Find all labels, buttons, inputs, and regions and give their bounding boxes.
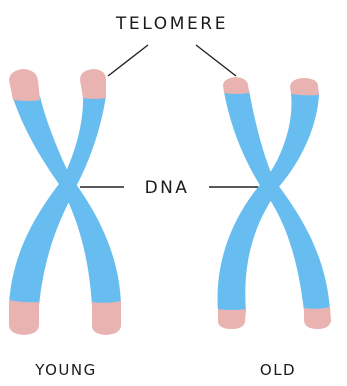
- young-label: YOUNG: [34, 361, 96, 379]
- telomere-label: TELOMERE: [115, 14, 228, 34]
- young-arm-lower-right: [61, 180, 121, 307]
- old-arm-upper-right: [265, 91, 319, 190]
- old-telomere-upper-right: [290, 78, 319, 95]
- young-arm-upper-left: [13, 95, 72, 187]
- dna-label: DNA: [145, 178, 190, 198]
- young-telomere-upper-left: [9, 69, 40, 101]
- young-arm-upper-right: [62, 93, 106, 190]
- telomere-leader-young: [108, 45, 148, 76]
- old-telomere-lower-left: [218, 309, 246, 329]
- old-arm-lower-right: [263, 181, 330, 312]
- old-telomere-upper-left: [223, 77, 249, 94]
- old-label: OLD: [260, 361, 296, 379]
- young-telomere-lower-left: [9, 300, 39, 335]
- old-arm-upper-left: [224, 89, 275, 190]
- young-telomere-lower-right: [92, 301, 121, 335]
- young-arm-lower-left: [9, 180, 74, 306]
- telomere-leader-old: [196, 45, 236, 76]
- young-chromosome: [9, 69, 121, 335]
- old-chromosome: [217, 77, 331, 329]
- old-arm-lower-left: [217, 180, 277, 313]
- old-telomere-lower-right: [304, 307, 331, 329]
- young-telomere-upper-right: [80, 69, 106, 99]
